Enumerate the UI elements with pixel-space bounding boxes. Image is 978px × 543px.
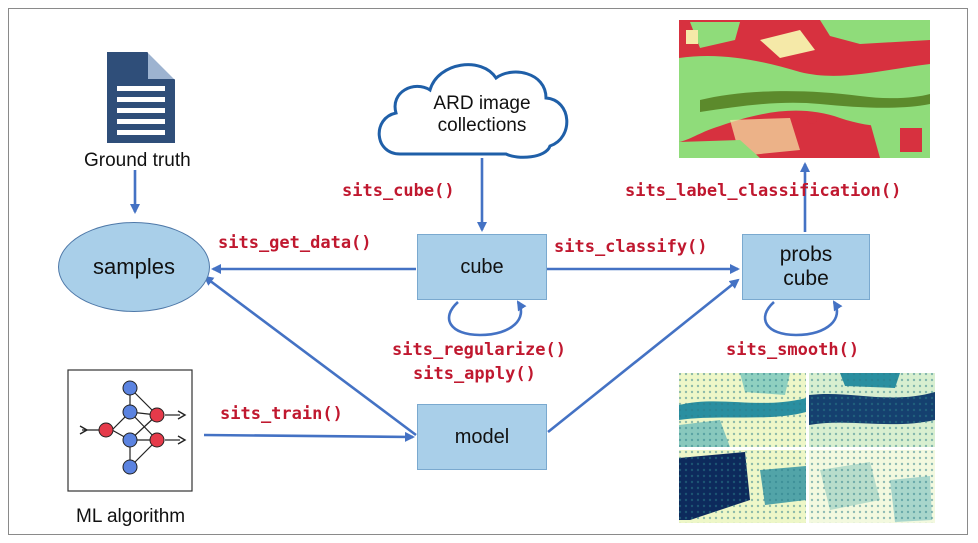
fn-sits-get-data: sits_get_data() — [218, 233, 372, 253]
model-node: model — [417, 404, 547, 470]
arrow-samples-to-model — [203, 275, 417, 437]
ard-label-line1: ARD image — [433, 93, 531, 114]
probs-cube-label-line1: probs — [779, 242, 833, 266]
ml-algorithm-label: ML algorithm — [76, 506, 186, 527]
probs-cube-node: probs cube — [742, 234, 870, 300]
ard-label: ARD image collections — [420, 93, 544, 137]
fn-sits-label-classification: sits_label_classification() — [625, 181, 902, 201]
fn-sits-regularize: sits_regularize() — [392, 340, 566, 360]
cube-label: cube — [460, 255, 504, 278]
ard-label-line2: collections — [437, 115, 527, 136]
arrow-model-to-probs — [547, 278, 740, 434]
loop-arrow-cube — [447, 300, 527, 337]
samples-node: samples — [58, 222, 210, 312]
probs-cube-label-line2: cube — [783, 267, 829, 290]
ground-truth-label: Ground truth — [84, 150, 191, 171]
document-icon — [107, 51, 176, 143]
cloud-icon — [377, 63, 569, 159]
classified-map-image — [679, 20, 930, 158]
fn-sits-apply: sits_apply() — [413, 364, 536, 384]
fn-sits-cube: sits_cube() — [342, 181, 455, 201]
loop-arrow-probs — [763, 300, 843, 337]
fn-sits-classify: sits_classify() — [554, 237, 708, 257]
fn-sits-train: sits_train() — [220, 404, 343, 424]
probability-maps-image — [679, 373, 935, 523]
neural-network-icon — [67, 369, 193, 492]
model-label: model — [454, 425, 510, 448]
arrow-nn-to-model — [203, 431, 415, 442]
fn-sits-smooth: sits_smooth() — [726, 340, 860, 360]
samples-label: samples — [93, 254, 175, 279]
cube-node: cube — [417, 234, 547, 300]
diagram-frame — [8, 8, 968, 535]
